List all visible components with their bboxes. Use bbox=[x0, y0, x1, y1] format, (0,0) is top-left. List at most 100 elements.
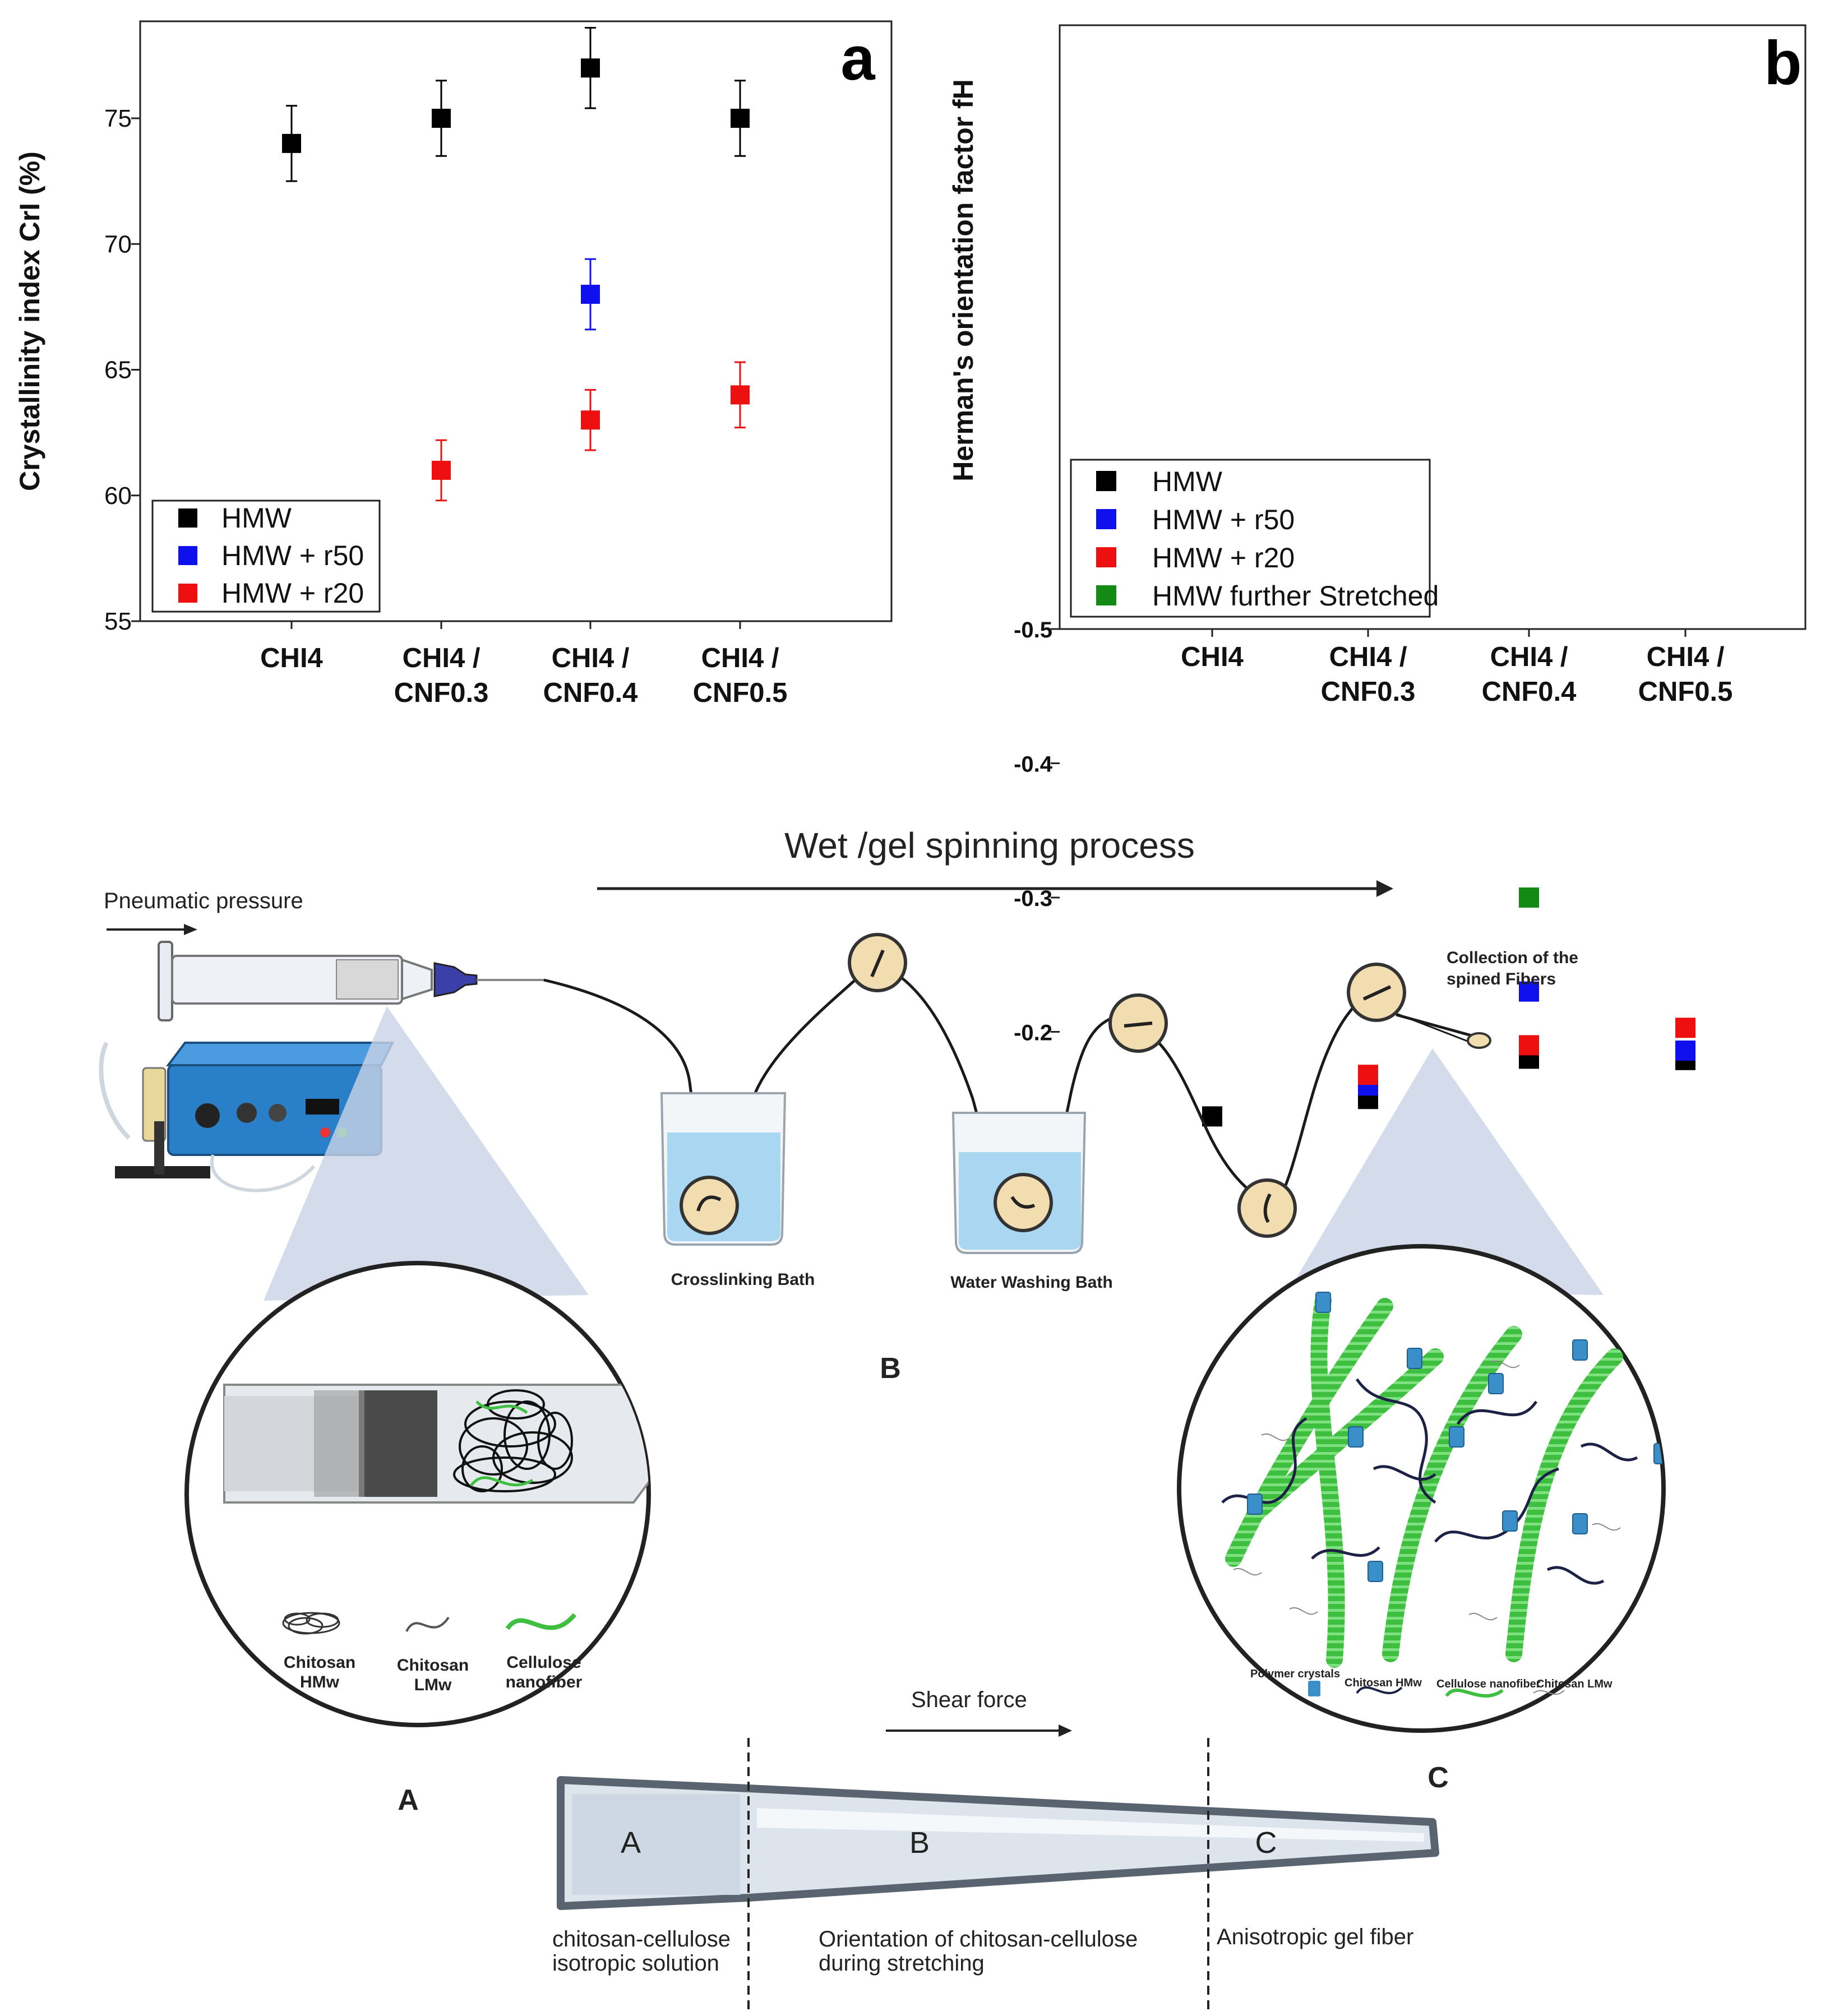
data-point bbox=[731, 385, 750, 405]
x-tick-label: CHI4 / bbox=[1329, 642, 1407, 672]
legend-b-hmw: HMW bbox=[1152, 466, 1223, 497]
legend-a-marker-r50 bbox=[178, 546, 197, 565]
x-tick-label: CNF0.3 bbox=[1321, 677, 1416, 707]
chart-b-x-axis: CHI4 CHI4 / CNF0.3 CHI4 / CNF0.4 CHI4 / CNF0.5 bbox=[1181, 629, 1732, 707]
chart-a-frame bbox=[139, 20, 893, 622]
x-tick-label: CHI4 / bbox=[1647, 642, 1725, 672]
legend-a-r50: HMW + r50 bbox=[221, 540, 364, 571]
legend-b-marker-hmw bbox=[1096, 471, 1116, 491]
water-washing-bath-label: Water Washing Bath bbox=[950, 1273, 1112, 1292]
data-point bbox=[1519, 887, 1539, 908]
legend-a-icons bbox=[282, 1612, 577, 1635]
legend-b-marker-r50 bbox=[1096, 509, 1116, 529]
data-point bbox=[1519, 1035, 1539, 1056]
legend-a-chitosan-hmw-1: Chitosan bbox=[284, 1653, 355, 1672]
y-tick-label: 70 bbox=[104, 230, 132, 258]
process-arrow bbox=[597, 880, 1393, 897]
y-tick-label: 75 bbox=[104, 105, 132, 132]
chart-b-legend: HMW HMW + r50 HMW + r20 HMW further Stre… bbox=[1070, 459, 1439, 618]
y-tick-label: -0.4 bbox=[1014, 752, 1053, 777]
collection-label-1: Collection of the bbox=[1447, 949, 1578, 967]
chart-b-frame bbox=[1059, 24, 1806, 630]
legend-b-stretched: HMW further Stretched bbox=[1152, 580, 1439, 612]
zone-C-desc-1: Anisotropic gel fiber bbox=[1217, 1925, 1413, 1949]
data-point bbox=[1358, 1065, 1378, 1085]
chitosan-hmw-tangle bbox=[453, 1389, 573, 1492]
chitosan-lmw-chains bbox=[1233, 1361, 1621, 1621]
data-point bbox=[1675, 1041, 1695, 1061]
shear-force-label: Shear force bbox=[911, 1687, 1027, 1712]
x-tick-label: CNF0.4 bbox=[543, 678, 638, 708]
data-point bbox=[1202, 1106, 1222, 1127]
label-C: C bbox=[1427, 1761, 1449, 1794]
data-point bbox=[1519, 981, 1539, 1002]
legend-c-hmw: Chitosan HMw bbox=[1345, 1677, 1422, 1689]
collection-label-2: spined Fibers bbox=[1447, 970, 1556, 988]
chart-b-ylabel: Herman's orientation factor fH bbox=[948, 79, 979, 482]
tapered-fiber bbox=[557, 1776, 1439, 1910]
x-tick-label: CHI4 / bbox=[403, 643, 480, 673]
zone-A-label: A bbox=[621, 1826, 641, 1860]
roller bbox=[1347, 963, 1406, 1022]
data-point bbox=[282, 133, 301, 153]
x-tick-label: CHI4 bbox=[260, 643, 323, 673]
data-point bbox=[581, 410, 600, 430]
pneumatic-label: Pneumatic pressure bbox=[104, 889, 303, 913]
zoom-circle-a: Chitosan HMw Chitosan LMw Cellulose nano… bbox=[184, 1261, 651, 1727]
y-tick-label: -0.5 bbox=[1014, 618, 1052, 642]
roller bbox=[994, 1173, 1053, 1232]
legend-b-marker-stretched bbox=[1096, 585, 1116, 605]
x-tick-label: CNF0.4 bbox=[1482, 677, 1577, 707]
zoom-cone-a bbox=[264, 1006, 589, 1301]
panel-label-b: b bbox=[1764, 29, 1801, 98]
chart-a-ylabel: Crystallinity index CrI (%) bbox=[14, 151, 45, 491]
legend-b-r20: HMW + r20 bbox=[1152, 542, 1295, 574]
y-tick-label: 55 bbox=[104, 608, 132, 635]
zone-B-desc-1: Orientation of chitosan-cellulose bbox=[819, 1927, 1138, 1952]
x-tick-label: CNF0.5 bbox=[1638, 677, 1733, 707]
legend-a-hmw: HMW bbox=[221, 502, 292, 534]
zone-B-desc-2: during stretching bbox=[819, 1951, 985, 1976]
y-tick-label: 65 bbox=[104, 357, 132, 384]
data-point bbox=[581, 58, 600, 78]
legend-c-crystals: Polymer crystals bbox=[1250, 1668, 1340, 1680]
legend-a-cnf-2: nanofiber bbox=[506, 1673, 583, 1691]
x-tick-label: CHI4 / bbox=[552, 643, 630, 673]
data-point bbox=[432, 460, 451, 480]
crosslinking-bath-label: Crosslinking Bath bbox=[671, 1270, 815, 1289]
legend-a-cnf-1: Cellulose bbox=[506, 1653, 581, 1672]
chart-a-legend: HMW HMW + r50 HMW + r20 bbox=[151, 500, 381, 613]
zone-B-label: B bbox=[909, 1826, 930, 1860]
legend-b-r50: HMW + r50 bbox=[1152, 504, 1295, 535]
zone-A-desc-2: isotropic solution bbox=[552, 1951, 719, 1976]
legend-a-chitosan-hmw-2: HMw bbox=[300, 1673, 340, 1691]
polymer-crystals bbox=[1247, 1292, 1664, 1582]
roller bbox=[1237, 1178, 1297, 1238]
data-point bbox=[1675, 1018, 1695, 1038]
cellulose-nanofibers bbox=[1225, 1292, 1623, 1668]
legend-a-marker-r20 bbox=[178, 584, 197, 603]
legend-c-icons bbox=[1308, 1681, 1565, 1698]
x-tick-label: CHI4 / bbox=[1490, 642, 1568, 672]
legend-b-marker-r20 bbox=[1096, 547, 1116, 567]
legend-a-chitosan-lmw-2: LMw bbox=[414, 1676, 452, 1694]
roller bbox=[1108, 993, 1168, 1053]
y-tick-label: -0.2 bbox=[1014, 1021, 1052, 1046]
shear-arrow bbox=[886, 1724, 1072, 1737]
data-point bbox=[581, 284, 600, 304]
legend-c-lmw: Chitosan LMw bbox=[1536, 1678, 1613, 1690]
zoom-cone-c bbox=[1290, 1048, 1604, 1295]
collection-belt-lower bbox=[1384, 1008, 1475, 1045]
legend-c-cnf: Cellulose nanofiber bbox=[1436, 1678, 1541, 1690]
schematic: Wet /gel spinning process Pneumatic pres… bbox=[99, 825, 1666, 2013]
legend-a-r20: HMW + r20 bbox=[221, 577, 364, 609]
pneumatic-arrow bbox=[107, 924, 197, 935]
x-tick-label: CHI4 bbox=[1181, 642, 1244, 672]
schematic-title: Wet /gel spinning process bbox=[784, 825, 1195, 866]
chart-b-points bbox=[1202, 887, 1695, 1127]
